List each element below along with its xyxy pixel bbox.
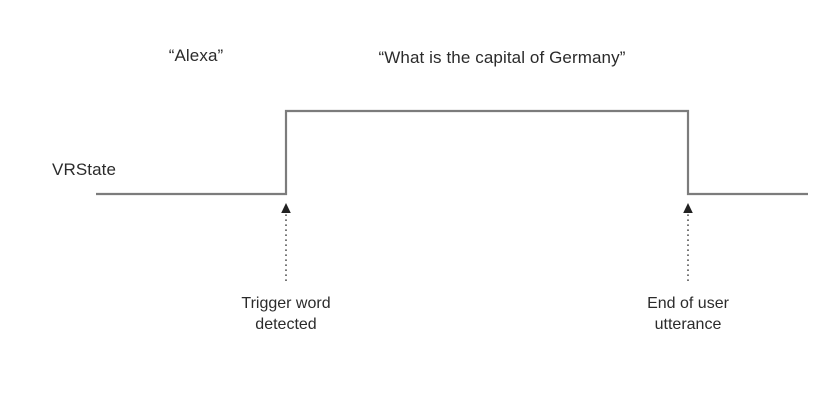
trigger-word-arrow-head bbox=[281, 203, 291, 213]
query-utterance-label: “What is the capital of Germany” bbox=[378, 48, 626, 67]
vrstate-waveform-polyline bbox=[96, 109, 808, 196]
wake-word-utterance-label: “Alexa” bbox=[168, 46, 224, 65]
trigger-word-event-label-line1: Trigger word bbox=[241, 295, 331, 312]
end-utterance-event-label-line2: utterance bbox=[654, 316, 722, 334]
end-utterance-event-label: End of user utterance bbox=[647, 293, 729, 335]
signal-name-label: VRState bbox=[52, 160, 117, 179]
trigger-word-arrow bbox=[281, 203, 291, 281]
end-utterance-event-label-line1: End of user bbox=[647, 295, 729, 312]
end-utterance-arrow bbox=[683, 203, 693, 281]
trigger-word-event-label: Trigger word detected bbox=[241, 293, 330, 335]
trigger-word-event-label-line2: detected bbox=[255, 316, 317, 334]
end-utterance-arrow-head bbox=[683, 203, 693, 213]
